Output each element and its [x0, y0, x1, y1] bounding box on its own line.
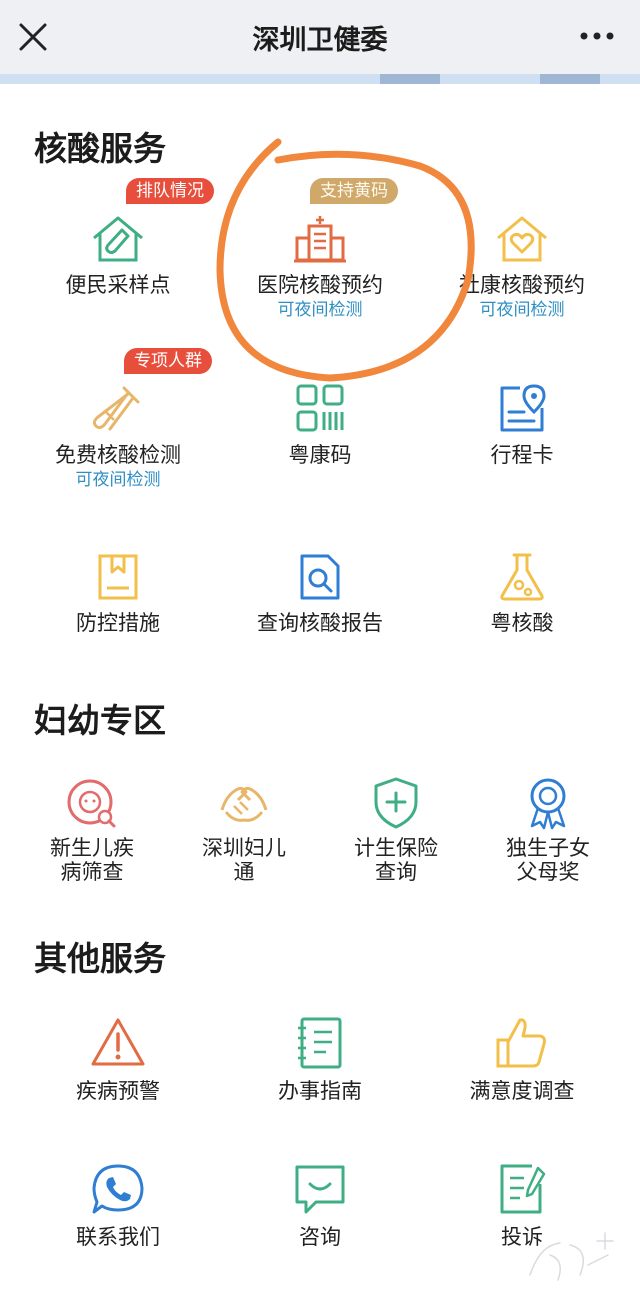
- service-label: 办事指南: [278, 1079, 362, 1103]
- service-consult[interactable]: 咨询: [240, 1162, 400, 1250]
- edit-document-icon: [500, 1164, 546, 1214]
- service-label: 免费核酸检测: [55, 443, 181, 467]
- section-title-maternal: 妇幼专区: [34, 701, 166, 740]
- house-heart-icon: [497, 216, 547, 262]
- service-community-booking[interactable]: 社康核酸预约 可夜间检测: [442, 214, 602, 321]
- service-hospital-booking[interactable]: 医院核酸预约 可夜间检测: [240, 214, 400, 321]
- more-icon[interactable]: [580, 30, 614, 42]
- service-sub-label: 可夜间检测: [277, 300, 363, 320]
- service-label: 咨询: [299, 1225, 341, 1249]
- service-label: 医院核酸预约: [257, 273, 383, 297]
- award-ribbon-icon: [530, 778, 566, 830]
- baby-search-icon: [67, 779, 116, 828]
- service-complaint[interactable]: 投诉: [442, 1162, 602, 1250]
- service-label: 查询核酸报告: [257, 611, 383, 635]
- nav-bar: 深圳卫健委: [0, 0, 640, 74]
- service-family-planning-insurance[interactable]: 计生保险查询: [326, 776, 466, 884]
- page-title: 深圳卫健委: [252, 25, 388, 56]
- service-free-test[interactable]: 免费核酸检测 可夜间检测: [38, 384, 198, 491]
- service-prevention-measures[interactable]: 防控措施: [38, 552, 198, 636]
- banner-strip: [0, 74, 640, 84]
- service-query-report[interactable]: 查询核酸报告: [240, 552, 400, 636]
- thumbs-up-icon: [496, 1018, 546, 1068]
- service-label: 投诉: [501, 1225, 543, 1249]
- service-label: 粤康码: [288, 443, 352, 467]
- service-guangdong-nucleic[interactable]: 粤核酸: [442, 552, 602, 636]
- service-label: 满意度调查: [469, 1079, 575, 1103]
- service-label: 粤核酸: [490, 611, 554, 635]
- service-disease-warning[interactable]: 疾病预警: [38, 1016, 198, 1104]
- warning-icon: [91, 1018, 145, 1066]
- watermark-logo: [527, 1230, 616, 1283]
- service-satisfaction-survey[interactable]: 满意度调查: [442, 1016, 602, 1104]
- badge-special-group: 专项人群: [124, 348, 212, 374]
- location-card-icon: [500, 384, 546, 432]
- service-only-child-award[interactable]: 独生子女父母奖: [478, 776, 618, 884]
- chat-icon: [295, 1165, 345, 1214]
- shield-plus-icon: [374, 777, 418, 829]
- service-guide[interactable]: 办事指南: [240, 1016, 400, 1104]
- service-health-code[interactable]: 粤康码: [240, 384, 400, 468]
- close-icon[interactable]: [14, 18, 52, 56]
- service-label: 社康核酸预约: [459, 273, 585, 297]
- service-label: 行程卡: [490, 443, 554, 467]
- service-sub-label: 可夜间检测: [75, 470, 161, 490]
- section-title-other: 其他服务: [34, 939, 166, 978]
- qr-code-icon: [296, 384, 344, 432]
- bookmark-document-icon: [98, 554, 138, 600]
- house-test-tube-icon: [93, 216, 143, 262]
- service-label: 疾病预警: [76, 1079, 160, 1103]
- phone-chat-icon: [92, 1164, 144, 1214]
- badge-yellow-code: 支持黄码: [310, 178, 398, 204]
- service-label: 防控措施: [76, 611, 160, 635]
- search-report-icon: [300, 554, 340, 600]
- hospital-icon: [294, 216, 346, 263]
- service-label: 联系我们: [76, 1225, 160, 1249]
- flask-icon: [500, 553, 544, 601]
- service-sampling-point[interactable]: 便民采样点: [38, 214, 198, 298]
- service-contact-us[interactable]: 联系我们: [38, 1162, 198, 1250]
- section-title-nucleic: 核酸服务: [34, 129, 166, 168]
- service-sub-label: 可夜间检测: [479, 300, 565, 320]
- holding-hands-icon: [220, 786, 268, 822]
- badge-queue: 排队情况: [126, 178, 214, 204]
- service-itinerary-card[interactable]: 行程卡: [442, 384, 602, 468]
- notebook-icon: [298, 1017, 342, 1069]
- service-women-children[interactable]: 深圳妇儿通: [174, 776, 314, 884]
- service-newborn-screening[interactable]: 新生儿疾病筛查: [22, 776, 162, 884]
- service-label: 独生子女父母奖: [506, 836, 590, 884]
- service-label: 深圳妇儿通: [202, 836, 286, 884]
- test-tube-icon: [92, 386, 140, 431]
- service-label: 新生儿疾病筛查: [50, 836, 134, 884]
- service-label: 计生保险查询: [354, 836, 438, 884]
- service-label: 便民采样点: [65, 273, 171, 297]
